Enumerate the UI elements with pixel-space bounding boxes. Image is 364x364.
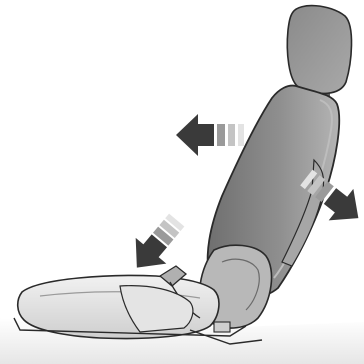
backrest-forward-arrow-icon [176,114,244,156]
headrest [287,6,351,94]
lever-lift-arrow-icon [122,207,192,280]
